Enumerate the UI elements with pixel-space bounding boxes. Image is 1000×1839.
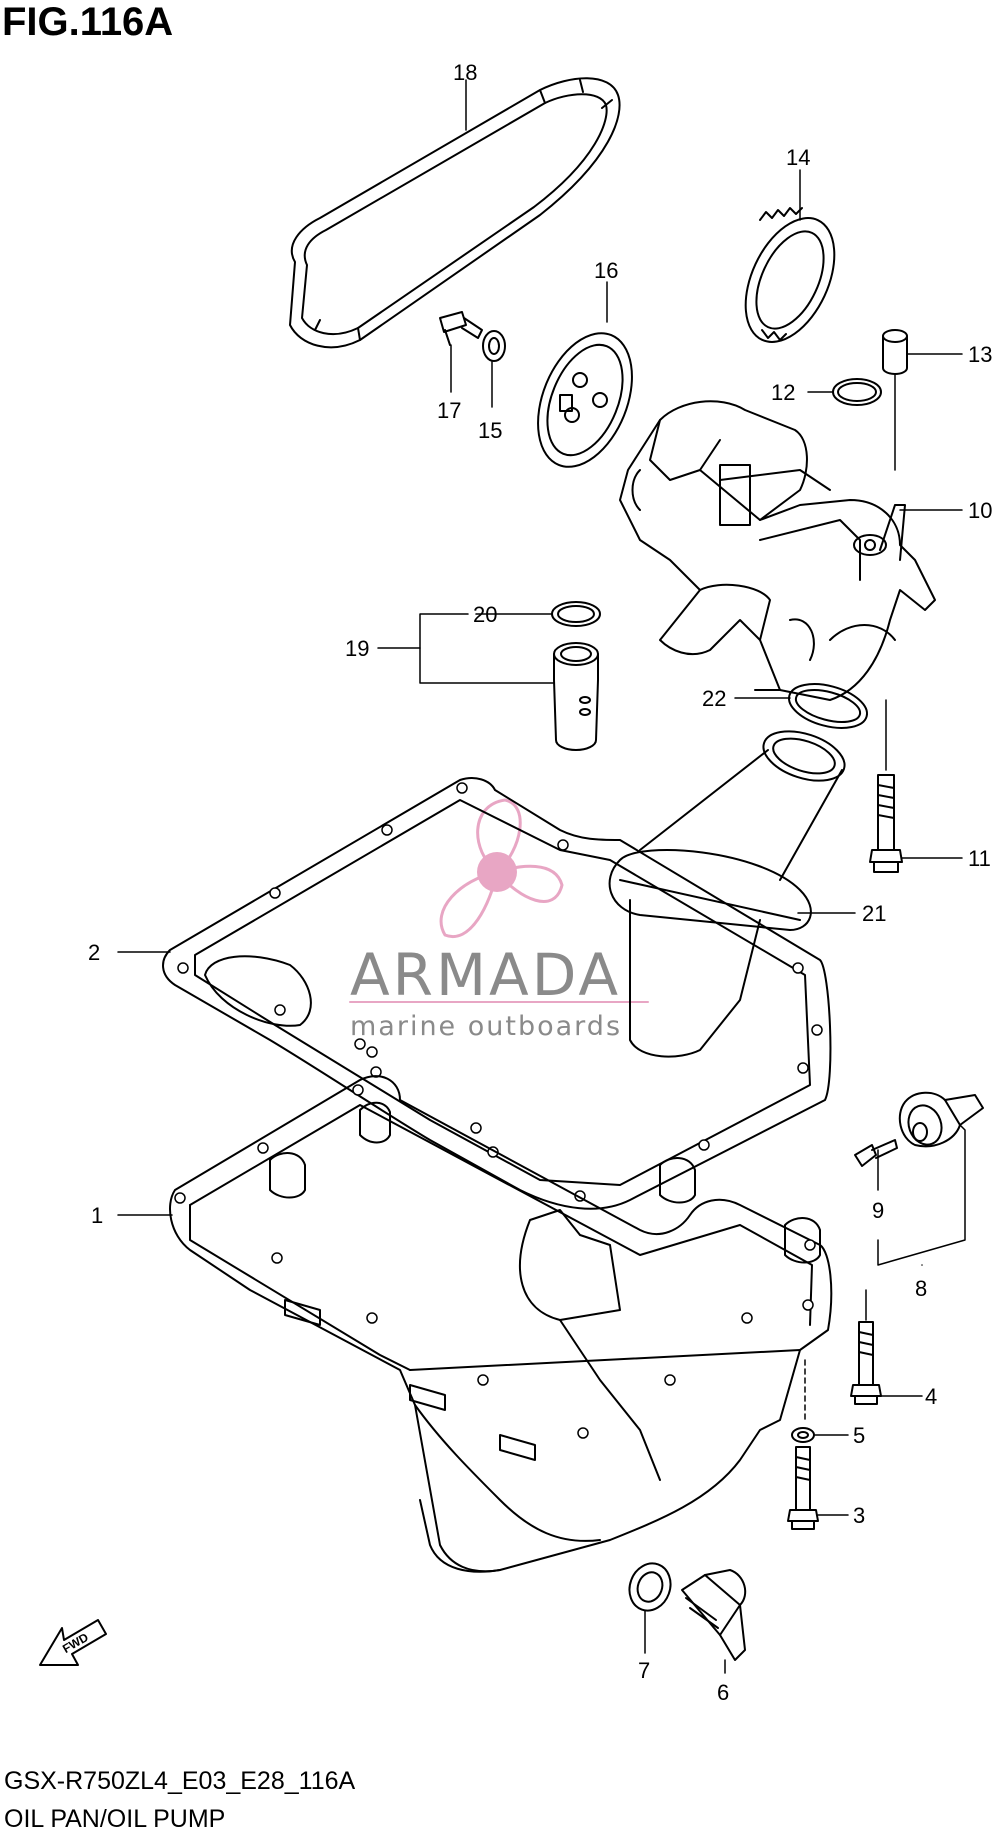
- callout-20: 20: [473, 602, 497, 627]
- callout-14: 14: [786, 145, 810, 170]
- model-code: GSX-R750ZL4_E03_E28_116A: [4, 1767, 356, 1795]
- section-name: OIL PAN/OIL PUMP: [4, 1805, 226, 1833]
- part-drive-sprocket: [744, 207, 836, 343]
- callout-2: 2: [88, 940, 100, 965]
- callout-7: 7: [638, 1658, 650, 1683]
- part-cam-chain: [289, 77, 621, 349]
- callout-numbers: 18 14 16 17 15 12 13 10 20 19 22 11 21 2…: [88, 60, 992, 1705]
- part-gasket: [162, 777, 832, 1210]
- propeller-hub: [477, 852, 517, 892]
- callout-3: 3: [853, 1503, 865, 1528]
- part-oil-pan: [169, 1075, 833, 1573]
- callout-1: 1: [91, 1203, 103, 1228]
- callout-15: 15: [478, 418, 502, 443]
- part-washer-15: [482, 330, 506, 362]
- callout-13: 13: [968, 342, 992, 367]
- part-gasket-7: [628, 1562, 672, 1612]
- part-dowel-pin-13: [882, 329, 908, 471]
- part-oil-pressure-switch: [898, 1091, 984, 1148]
- callout-8: 8: [915, 1276, 927, 1301]
- part-drain-plug: [681, 1569, 747, 1661]
- part-oil-pipe-19: [553, 642, 599, 751]
- callout-11: 11: [968, 846, 991, 871]
- callout-21: 21: [862, 901, 886, 926]
- callout-19: 19: [345, 636, 369, 661]
- fwd-direction-arrow: FWD: [39, 1619, 107, 1666]
- callout-4: 4: [925, 1384, 937, 1409]
- callout-17: 17: [437, 398, 461, 423]
- part-washer-5: [791, 1427, 815, 1443]
- part-bolt-3: [787, 1446, 819, 1530]
- part-o-ring-20: [551, 601, 601, 627]
- callout-22: 22: [702, 686, 726, 711]
- part-pump-sprocket: [537, 332, 633, 468]
- watermark-brand: ARMADA: [350, 941, 621, 1009]
- leader-lines: [117, 79, 966, 1674]
- watermark-logo: ARMADA marine outboards: [349, 798, 649, 1042]
- callout-9: 9: [872, 1198, 884, 1223]
- callout-5: 5: [853, 1423, 865, 1448]
- part-bolt-11: [869, 699, 903, 873]
- part-o-ring-22: [788, 683, 868, 729]
- callout-12: 12: [771, 380, 795, 405]
- callout-6: 6: [717, 1680, 729, 1705]
- part-oil-strainer: [608, 730, 846, 1058]
- callout-10: 10: [968, 498, 992, 523]
- part-o-ring-12: [832, 378, 882, 406]
- part-sprocket-bolt: [439, 311, 483, 346]
- callout-16: 16: [594, 258, 618, 283]
- part-oil-pump-assembly: [619, 400, 936, 701]
- watermark-tagline: marine outboards: [350, 1011, 622, 1042]
- part-screw-9: [854, 1139, 898, 1167]
- part-bolt-4: [850, 1289, 882, 1405]
- callout-18: 18: [453, 60, 477, 85]
- figure-title: FIG.116A: [2, 0, 174, 44]
